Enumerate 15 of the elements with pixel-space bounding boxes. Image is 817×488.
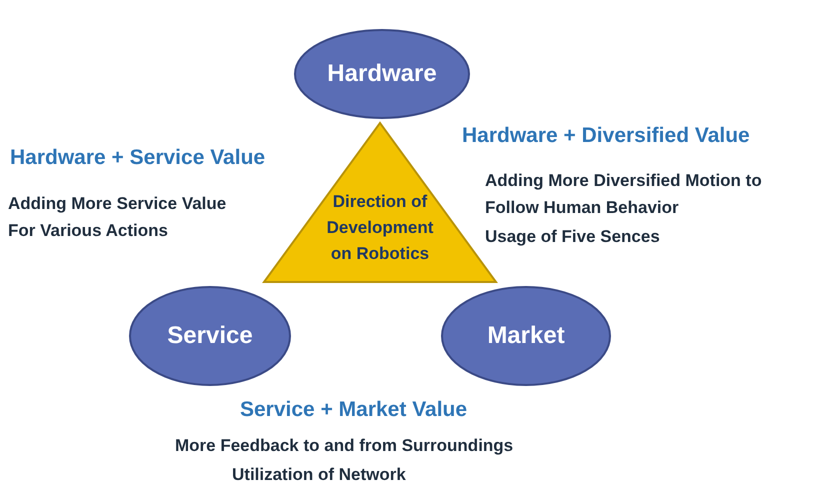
center-label: Direction of Development on Robotics <box>326 190 434 264</box>
description-text: Adding More Diversified Motion to Follow Human Behavior <box>485 170 763 219</box>
description-text: Usage of Five Sences <box>485 226 660 248</box>
category-ellipse <box>128 285 292 387</box>
category-label: Hardware <box>327 60 437 88</box>
section-heading: Service + Market Value <box>240 398 468 422</box>
description-text: Adding More Service Value For Various Actions <box>8 193 228 242</box>
category-label: Market <box>487 322 565 350</box>
category-ellipse <box>293 28 471 120</box>
description-text: Utilization of Network <box>232 464 406 486</box>
category-ellipse <box>440 285 612 387</box>
category-label: Service <box>167 322 253 350</box>
description-text: More Feedback to and from Surroundings <box>175 435 514 457</box>
section-heading: Hardware + Diversified Value <box>462 124 750 148</box>
section-heading: Hardware + Service Value <box>10 146 266 170</box>
